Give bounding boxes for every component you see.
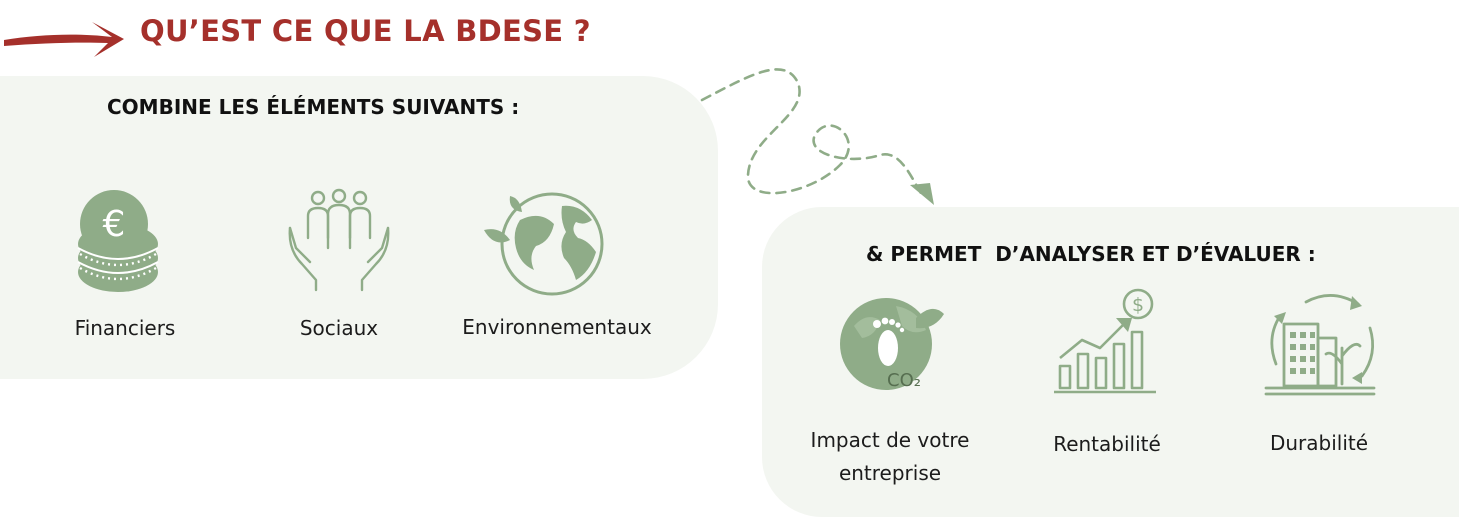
globe-leaf-icon — [484, 192, 604, 296]
growth-chart-icon: $ — [1054, 288, 1156, 394]
left-panel-heading: COMBINE LES ÉLÉMENTS SUIVANTS : — [107, 95, 520, 119]
label-impact-line2: entreprise — [838, 461, 942, 485]
right-panel-heading: & PERMET D’ANALYSER ET D’ÉVALUER : — [866, 242, 1316, 266]
co2-footprint-icon: CO₂ — [840, 298, 944, 391]
people-hands-icon — [288, 188, 390, 292]
label-sociaux: Sociaux — [299, 316, 379, 340]
dashed-arrow-icon — [700, 68, 934, 205]
label-environnementaux: Environnementaux — [462, 315, 652, 339]
red-arrow-icon — [4, 22, 124, 57]
euro-coins-icon: € — [77, 190, 159, 292]
page-title: QU’EST CE QUE LA BDESE ? — [140, 14, 591, 48]
svg-text:€: € — [103, 204, 126, 245]
label-rentabilite: Rentabilité — [1053, 432, 1161, 456]
label-durabilite: Durabilité — [1269, 431, 1369, 455]
label-financiers: Financiers — [74, 316, 176, 340]
dollar-text: $ — [1132, 294, 1144, 316]
co2-text: CO₂ — [887, 370, 921, 391]
sustainable-building-icon — [1264, 294, 1376, 396]
label-impact-line1: Impact de votre — [810, 428, 970, 452]
label-impact: Impact de votre entreprise — [790, 424, 990, 490]
